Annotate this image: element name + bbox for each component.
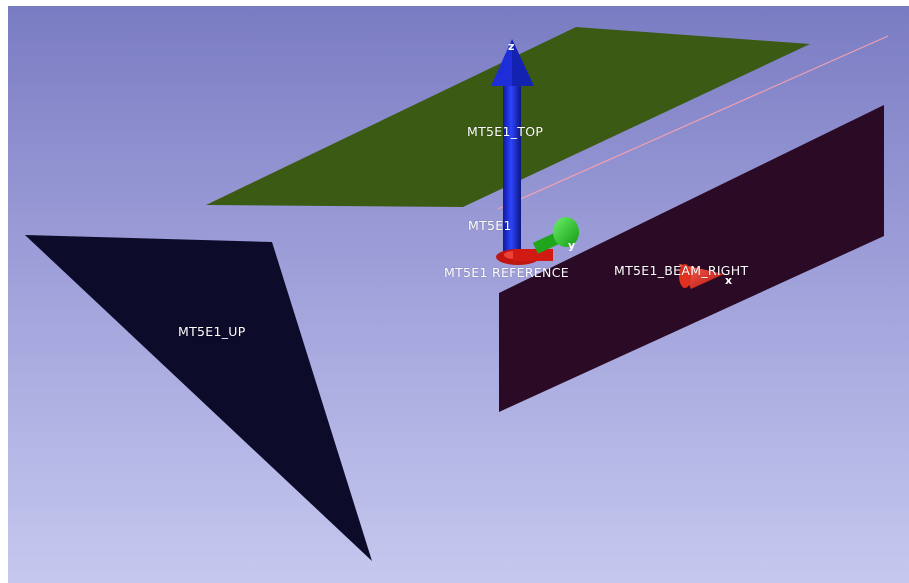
- y-axis-letter: y: [568, 239, 576, 252]
- plane-top-label: MT5E1_TOP: [467, 124, 544, 139]
- plane-beam-right-label: MT5E1_BEAM_RIGHT: [614, 263, 749, 278]
- plane-up[interactable]: [25, 235, 372, 561]
- 3d-viewport[interactable]: z y x MT5E1_TOP MT5E1 MT5E1 REFERENCE MT…: [8, 6, 909, 583]
- x-axis-letter: x: [725, 274, 733, 287]
- frame-label: MT5E1: [468, 218, 512, 233]
- construction-line: [497, 35, 889, 210]
- plane-up-label: MT5E1_UP: [178, 324, 246, 339]
- plane-beam-right[interactable]: [499, 105, 884, 412]
- scene-canvas[interactable]: [8, 6, 909, 583]
- reference-label: MT5E1 REFERENCE: [444, 265, 569, 280]
- y-axis-arrowhead-icon: [553, 217, 579, 247]
- z-axis-shaft: [503, 84, 521, 254]
- z-axis-letter: z: [508, 40, 515, 53]
